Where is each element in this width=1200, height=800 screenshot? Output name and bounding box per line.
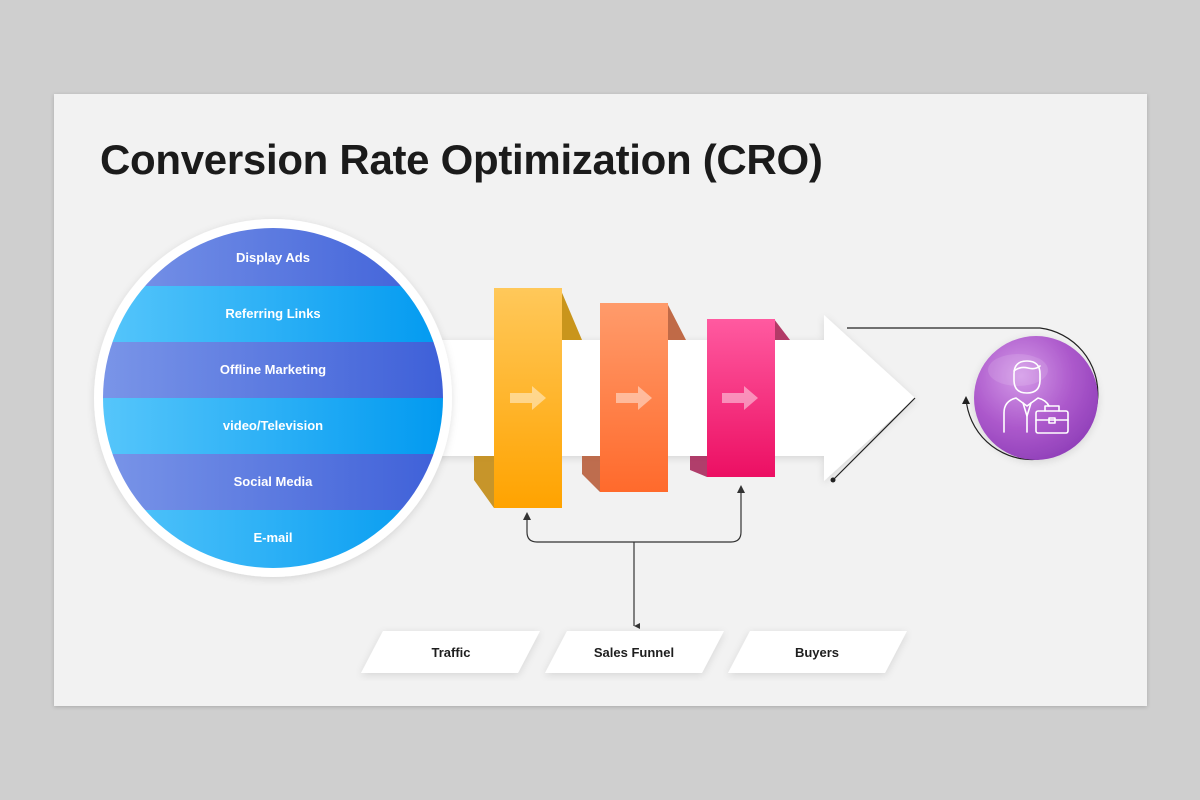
stage-label-text: Traffic xyxy=(431,645,470,660)
band-offline-marketing xyxy=(103,342,443,398)
source-label: video/Television xyxy=(223,418,323,433)
businessman-briefcase-icon xyxy=(1003,360,1069,434)
arrow-right-icon xyxy=(722,386,758,410)
arrow-right-icon xyxy=(616,386,652,410)
band-video-television xyxy=(103,398,443,454)
band-social-media xyxy=(103,454,443,510)
result-badge xyxy=(974,336,1098,460)
arrow-right-icon xyxy=(510,386,546,410)
stage-label-text: Buyers xyxy=(795,645,839,660)
stage-label-buyers: Buyers xyxy=(728,631,907,673)
stage-label-text: Sales Funnel xyxy=(594,645,674,660)
stage-label-traffic: Traffic xyxy=(361,631,540,673)
source-label: Offline Marketing xyxy=(220,362,326,377)
stage-label-sales-funnel: Sales Funnel xyxy=(545,631,724,673)
source-label: Display Ads xyxy=(236,250,310,265)
connector-arrowhead xyxy=(962,396,970,404)
connector-dot xyxy=(830,477,836,483)
stage-bracket-connector xyxy=(523,485,745,629)
slide-title: Conversion Rate Optimization (CRO) xyxy=(100,136,823,183)
stage-buyers-ribbon xyxy=(690,319,790,477)
source-label: E-mail xyxy=(253,530,292,545)
stage-traffic-ribbon xyxy=(474,288,582,508)
source-label: Social Media xyxy=(234,474,314,489)
source-label: Referring Links xyxy=(225,306,320,321)
stage-sales-funnel-ribbon xyxy=(582,303,686,492)
band-referring-links xyxy=(103,286,443,342)
